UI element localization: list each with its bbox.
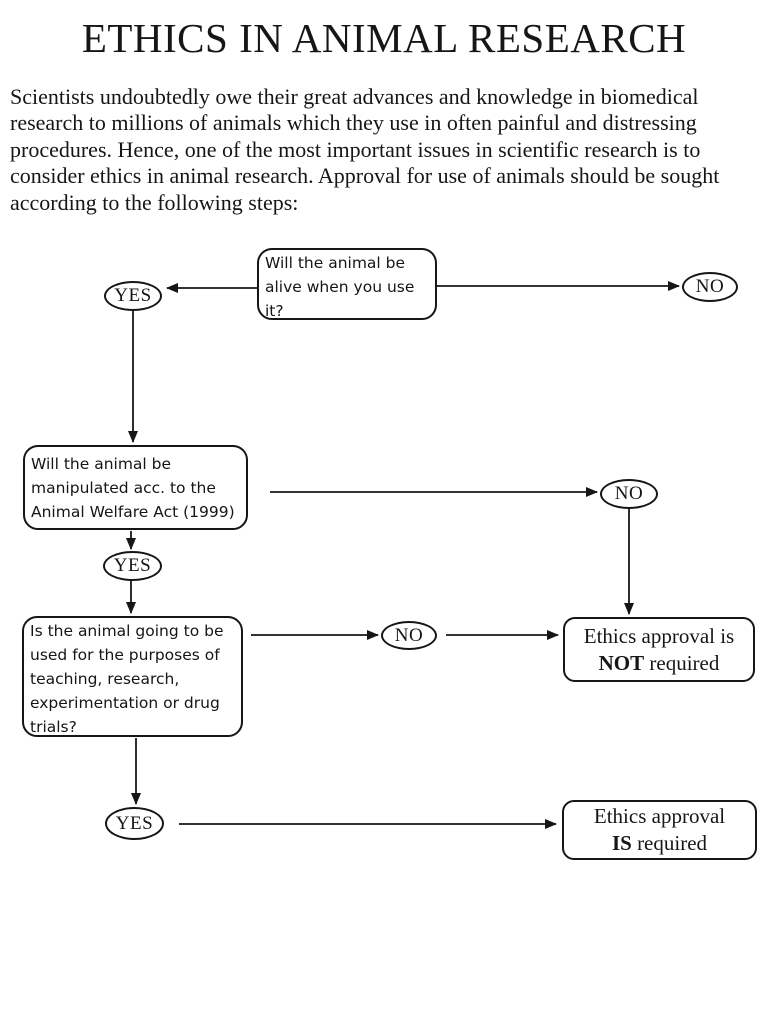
outcome-box-not-required: Ethics approval is NOT required (563, 617, 755, 682)
intro-paragraph: Scientists undoubtedly owe their great a… (10, 84, 720, 215)
yes-ellipse-purpose-label: YES (115, 812, 154, 834)
outcome-not-required-line2: NOT required (565, 650, 753, 677)
no-ellipse-purpose: NO (381, 621, 437, 650)
no-ellipse-welfare-act: NO (600, 479, 658, 509)
decision-box-welfare-act-text: Will the animal be manipulated acc. to t… (31, 455, 235, 522)
yes-ellipse-welfare-act: YES (103, 551, 162, 581)
no-ellipse-purpose-label: NO (394, 624, 424, 646)
outcome-not-required-emphasis: NOT (598, 650, 645, 675)
outcome-is-required-rest: required (631, 831, 708, 855)
yes-ellipse-alive: YES (104, 281, 162, 311)
decision-box-purpose-text: Is the animal going to be used for the p… (30, 622, 224, 737)
yes-ellipse-purpose: YES (105, 807, 164, 840)
outcome-box-is-required: Ethics approval IS required (562, 800, 757, 860)
outcome-is-required-line2: IS required (564, 830, 755, 857)
outcome-not-required-line1: Ethics approval is (583, 623, 735, 648)
no-ellipse-alive: NO (682, 272, 738, 302)
decision-box-animal-alive: Will the animal be alive when you use it… (257, 248, 437, 320)
page-title: ETHICS IN ANIMAL RESEARCH (81, 15, 687, 61)
no-ellipse-welfare-act-label: NO (614, 483, 644, 504)
outcome-is-required-emphasis: IS (611, 831, 632, 855)
yes-ellipse-alive-label: YES (114, 285, 152, 306)
yes-ellipse-welfare-act-label: YES (113, 555, 152, 576)
decision-box-welfare-act: Will the animal be manipulated acc. to t… (23, 445, 248, 530)
outcome-is-required-line1: Ethics approval (593, 804, 726, 829)
outcome-not-required-rest: required (644, 650, 720, 675)
decision-box-animal-alive-text: Will the animal be alive when you use it… (265, 254, 415, 321)
decision-box-purpose: Is the animal going to be used for the p… (22, 616, 243, 737)
no-ellipse-alive-label: NO (695, 276, 725, 297)
